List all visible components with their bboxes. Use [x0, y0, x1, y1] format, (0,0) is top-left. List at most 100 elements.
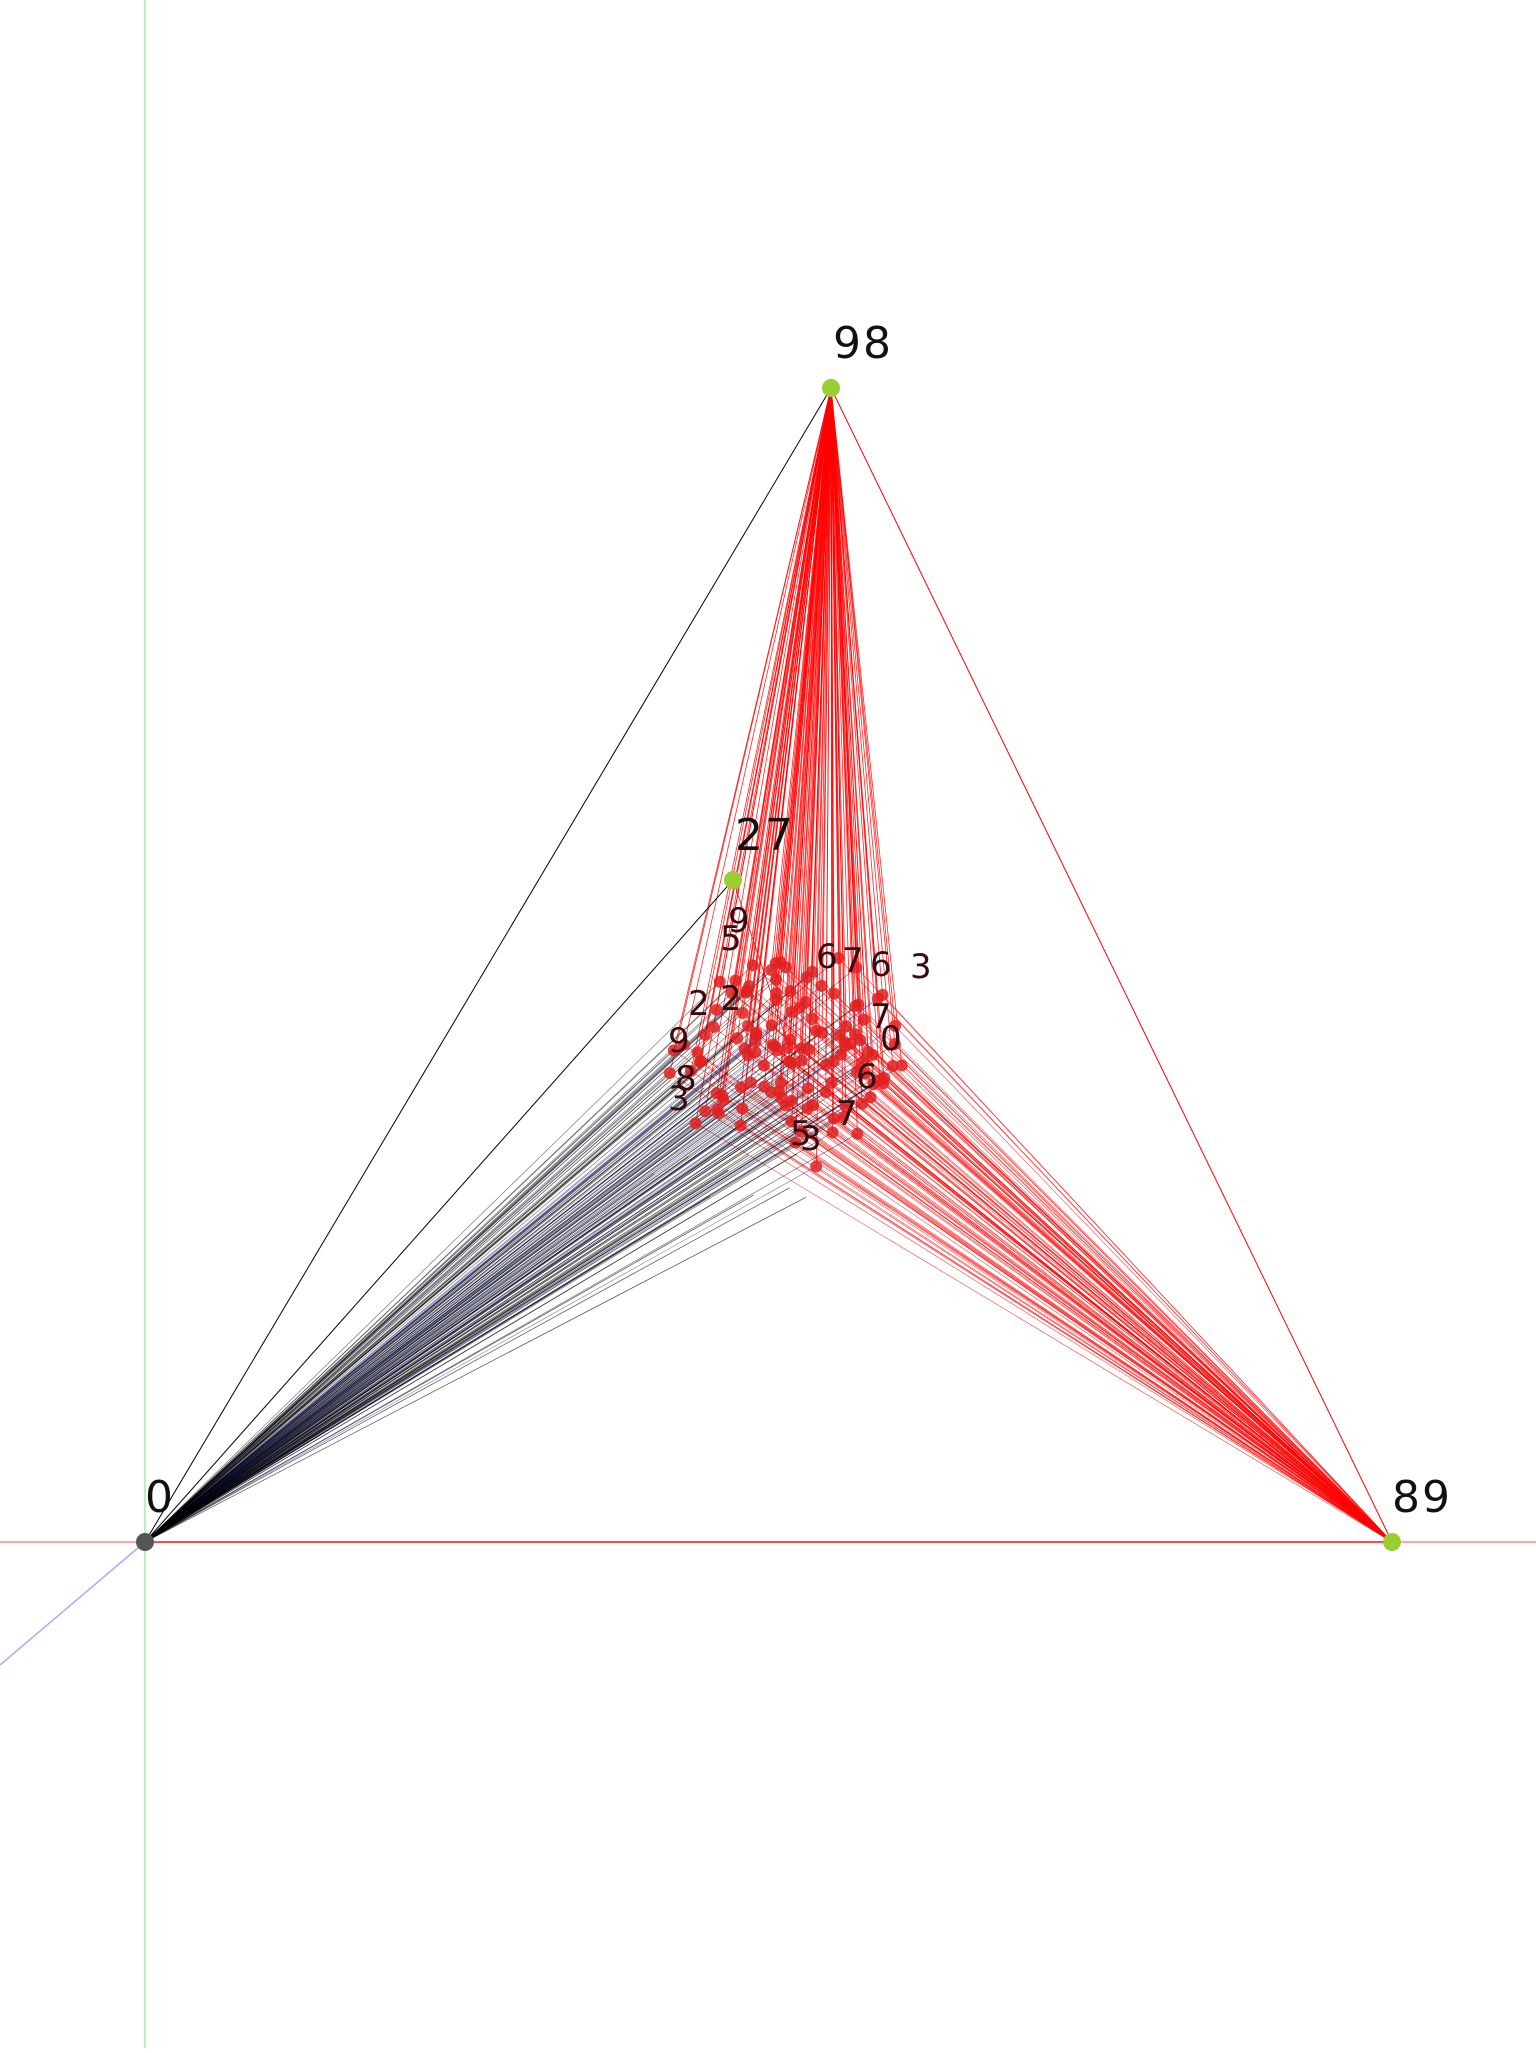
- edge-to-origin: [144, 1025, 772, 1543]
- cluster-node: [819, 1086, 832, 1099]
- cluster-node: [840, 1020, 853, 1033]
- edge-to-origin: [144, 1154, 749, 1543]
- edge-to-right: [863, 1019, 1393, 1543]
- cluster-node: [713, 975, 726, 988]
- edge-to-top: [830, 387, 896, 1026]
- edge-to-top: [830, 387, 839, 959]
- edge-to-origin: [144, 1079, 881, 1543]
- edge-to-top: [825, 387, 832, 1065]
- edge-to-top: [690, 387, 832, 1071]
- edge-to-right: [832, 1132, 1393, 1543]
- edge-to-origin: [144, 1083, 884, 1543]
- edge-to-right: [716, 1009, 1393, 1543]
- edge-to-origin: [144, 1153, 798, 1543]
- edge-to-right: [799, 1007, 1393, 1543]
- cluster-node: [838, 1035, 851, 1048]
- cluster-node: [663, 1067, 676, 1080]
- edge-to-top: [780, 387, 832, 963]
- edge-to-right: [894, 1043, 1393, 1543]
- edge-to-right: [699, 1061, 1393, 1543]
- edge-to-origin: [144, 1073, 728, 1543]
- cluster-node: [835, 1048, 848, 1061]
- cluster-node: [785, 1094, 798, 1107]
- cluster-node: [750, 1028, 763, 1041]
- cluster-node-label: 8: [675, 1059, 697, 1099]
- edges-group: [144, 387, 1393, 1543]
- cluster-node: [807, 1099, 820, 1112]
- edge-to-origin: [144, 1116, 818, 1543]
- edge-to-top: [805, 387, 832, 1002]
- edge-to-origin: [144, 961, 781, 1543]
- cluster-node: [837, 1111, 850, 1124]
- cluster-node: [810, 1160, 823, 1173]
- cluster-node: [857, 1067, 870, 1080]
- edge-to-top: [780, 387, 832, 1099]
- cluster-node-label: 5: [790, 1114, 812, 1154]
- edge-to-right: [740, 1087, 1393, 1543]
- cluster-node: [816, 1026, 829, 1039]
- edge-to-origin: [144, 1100, 724, 1543]
- cluster-node: [765, 1019, 778, 1032]
- edge-to-top: [830, 387, 863, 1063]
- cluster-node: [793, 1001, 806, 1014]
- edge-to-origin: [144, 1034, 840, 1543]
- edge-to-right: [791, 1011, 1393, 1543]
- cluster-node: [684, 1064, 697, 1077]
- edge-to-right: [833, 993, 1393, 1543]
- edge-to-origin: [144, 1062, 863, 1543]
- cluster-node-label: 6: [870, 945, 892, 985]
- edge-to-top: [777, 387, 832, 1051]
- edge-to-origin: [144, 1194, 754, 1543]
- edge-to-right: [771, 1025, 1393, 1543]
- cluster-node: [785, 1115, 798, 1128]
- edge-to-origin: [144, 993, 777, 1543]
- cluster-node: [783, 1055, 796, 1068]
- edge-to-origin: [144, 965, 754, 1543]
- edge-to-right: [695, 1122, 1393, 1543]
- edge-to-right: [854, 1033, 1393, 1543]
- edge-to-right: [780, 1082, 1393, 1543]
- edge-to-origin: [144, 1087, 723, 1543]
- edge-to-origin: [144, 1111, 760, 1543]
- cluster-node: [693, 1055, 706, 1068]
- anchor-node-origin: [136, 1533, 154, 1551]
- cluster-node: [784, 1033, 797, 1046]
- cluster-node: [862, 1046, 875, 1059]
- edge-to-top: [830, 387, 865, 1020]
- edge-to-right: [868, 1051, 1393, 1543]
- cluster-node: [800, 971, 813, 984]
- anchor-label-right: 89: [1392, 1472, 1452, 1523]
- edge-to-top: [736, 387, 832, 1039]
- edge-to-right: [816, 1166, 1393, 1543]
- edge-to-top: [808, 387, 832, 1050]
- edge-to-origin: [144, 1116, 844, 1543]
- cluster-node-label: 3: [668, 1079, 690, 1119]
- edge-to-top: [699, 387, 832, 1063]
- edge-to-right: [821, 985, 1393, 1543]
- cluster-node: [827, 1112, 840, 1125]
- cluster-node: [749, 1046, 762, 1059]
- edge-top-right: [830, 387, 1393, 1543]
- edge-to-top: [830, 387, 874, 1055]
- cluster-node: [742, 1020, 755, 1033]
- z-axis-line: [0, 1541, 146, 1666]
- edge-to-top: [830, 387, 846, 1042]
- cluster-node: [770, 973, 783, 986]
- cluster-node: [856, 1056, 869, 1069]
- edge-to-right: [861, 1103, 1393, 1543]
- edge-to-origin: [144, 957, 839, 1543]
- edge-to-top: [830, 387, 885, 1079]
- cluster-node: [826, 1126, 839, 1139]
- cluster-node: [795, 1054, 808, 1067]
- edge-to-right: [825, 1064, 1393, 1543]
- edge-to-origin: [144, 1070, 692, 1543]
- anchor-label-top: 98: [833, 318, 893, 369]
- cluster-node-label: 2: [688, 984, 710, 1024]
- cluster-node: [851, 1127, 864, 1140]
- cluster-node: [736, 1102, 749, 1115]
- cluster-node: [784, 985, 797, 998]
- cluster-node-label: 9: [668, 1021, 690, 1061]
- edge-to-top: [771, 387, 832, 1026]
